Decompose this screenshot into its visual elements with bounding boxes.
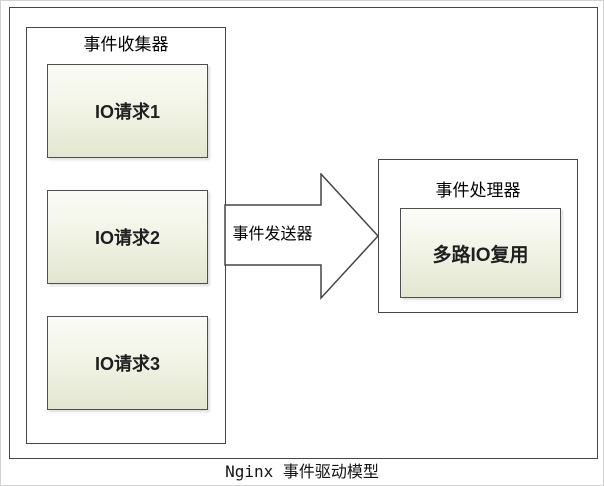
io-request-2-box: IO请求2 xyxy=(47,190,208,284)
event-sender-label: 事件发送器 xyxy=(232,226,313,243)
event-processor-title: 事件处理器 xyxy=(435,181,521,200)
io-request-3-label: IO请求3 xyxy=(94,354,160,374)
io-request-2-label: IO请求2 xyxy=(94,228,160,248)
io-request-1-box: IO请求1 xyxy=(47,64,208,158)
io-multiplexing-box: 多路IO复用 xyxy=(400,208,561,298)
event-collector-container: 事件收集器 IO请求1 IO请求2 IO请求3 xyxy=(26,27,226,444)
io-multiplexing-label: 多路IO复用 xyxy=(432,244,529,266)
right-arrow-icon xyxy=(224,173,380,300)
io-request-3-box: IO请求3 xyxy=(47,316,208,410)
event-processor-container: 事件处理器 多路IO复用 xyxy=(378,159,578,313)
io-request-1-label: IO请求1 xyxy=(94,102,160,122)
event-collector-title: 事件收集器 xyxy=(83,35,169,54)
diagram-caption: Nginx 事件驱动模型 xyxy=(225,462,379,481)
